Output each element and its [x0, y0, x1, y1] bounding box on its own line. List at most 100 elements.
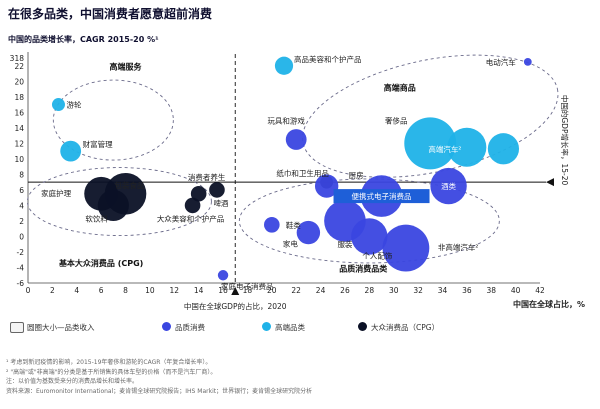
x-tick-label: 24	[316, 286, 326, 295]
page-title: 在很多品类，中国消费者愿意超前消费	[8, 7, 213, 21]
bubble-label: 纸巾和卫生用品	[276, 168, 329, 178]
x-tick-label: 38	[486, 286, 496, 295]
bubble	[523, 57, 532, 66]
x-tick-label: 4	[74, 286, 79, 295]
y-tick-label: -6	[17, 279, 25, 288]
y-axis-title: 中国的品类增长率，CAGR 2015-20 %¹	[8, 35, 159, 44]
bubble-label: 鞋类	[286, 220, 301, 230]
bubble-label: 电动汽车	[486, 57, 516, 67]
x-tick-label: 34	[438, 286, 448, 295]
bubble	[97, 189, 129, 222]
bubble	[430, 167, 467, 205]
gdp-growth-marker	[546, 178, 554, 187]
bubble-label: 玩具和游戏	[267, 115, 305, 125]
bubble-label: 家庭电子消费品	[221, 281, 273, 291]
y-tick-label: 6	[19, 186, 24, 195]
y-tick-label: 16	[14, 108, 24, 117]
bubble-label: 软饮料	[85, 213, 108, 223]
legend-label-premium: 高端品类	[275, 323, 305, 332]
group-label: 品质消费品类	[339, 263, 387, 273]
bubble-label: 酒类	[441, 181, 456, 191]
bubble	[296, 220, 321, 245]
bubble	[209, 182, 225, 198]
x-tick-label: 28	[365, 286, 375, 295]
bubble	[184, 197, 201, 214]
footnote-2: ² "高端"或"非高端"的分类是基于所销售的具体车型的价格（而不是汽车厂商）。	[6, 368, 217, 376]
x-tick-label: 42	[535, 286, 545, 295]
bubble	[404, 117, 457, 170]
legend-swatch-premium	[262, 322, 271, 331]
legend-size-label: 圆圈大小—品类收入	[27, 323, 95, 332]
x-tick-label: 10	[145, 286, 155, 295]
x-tick-label: 0	[26, 286, 31, 295]
x-tick-label: 16	[218, 286, 228, 295]
bubble-label: 消费者养生	[188, 172, 226, 182]
bubble-label: 啤酒	[213, 198, 228, 208]
footnote-3: 注：以价值为基数受来分的消费品增长和增长率。	[6, 378, 139, 385]
gdp-share-reference-label: 中国在全球GDP的占比，2020	[184, 301, 287, 311]
x-tick-label: 32	[413, 286, 423, 295]
bubble	[217, 270, 229, 281]
bubble	[487, 133, 520, 165]
bubble-label: 高品美容和个护产品	[294, 54, 362, 64]
group-label: 高端服务	[110, 62, 143, 72]
y-tick-label: 0	[19, 232, 24, 241]
y-tick-label: 22	[14, 62, 24, 71]
group-label: 高端商品	[384, 83, 416, 93]
gdp-share-marker	[231, 287, 240, 295]
y-tick-label: 18	[14, 93, 24, 102]
bubble	[382, 224, 430, 272]
y-tick-label: 14	[14, 124, 24, 133]
bubble-label: 厨房	[349, 170, 364, 180]
y-axis-title-right: 中国的GDP增长率，15-20	[560, 95, 570, 186]
legend-label-mass: 大众消费品（CPG）	[371, 323, 440, 332]
legend-swatch-mass	[358, 322, 367, 331]
bubble-label: 便携式电子消费品	[352, 191, 412, 201]
x-tick-label: 30	[389, 286, 399, 295]
x-axis-title: 中国在全球占比，%	[513, 299, 585, 309]
group-outline-premium-services	[52, 79, 174, 161]
bubble-label: 家庭护理	[41, 188, 71, 198]
x-tick-label: 22	[291, 286, 301, 295]
y-tick-label: 10	[14, 155, 24, 164]
group-outline-quality	[238, 178, 500, 264]
bubble-label: 财富管理	[83, 139, 113, 149]
bubble-label: 个人配饰	[362, 250, 392, 260]
x-tick-label: 8	[123, 286, 128, 295]
bubble	[351, 218, 388, 255]
bubble	[51, 98, 65, 112]
footnote-1: ¹ 考虑到新冠疫情的影响，2015-19年奢侈和游轮的CAGR（年复合增长率）。	[6, 359, 212, 366]
y-tick-label: 12	[14, 139, 24, 148]
x-tick-label: 36	[462, 286, 472, 295]
x-tick-label: 14	[194, 286, 204, 295]
bubble	[274, 56, 294, 75]
bubble-label: 游轮	[66, 100, 81, 110]
bubble-label: 大众美容和个护产品	[157, 213, 225, 223]
y-tick-label: 318	[10, 54, 25, 63]
bubble	[264, 217, 280, 233]
label-highlight-box	[333, 189, 430, 204]
legend-size-swatch	[10, 322, 24, 333]
bubble-label: 奢侈品	[385, 115, 408, 125]
bubble	[285, 129, 307, 150]
y-tick-label: 20	[14, 77, 24, 86]
x-tick-label: 2	[50, 286, 55, 295]
x-tick-label: 12	[170, 286, 180, 295]
bubble-label: 家电	[283, 239, 298, 249]
bubble-label: 高端汽车²	[428, 144, 461, 154]
bubble-label: 服装	[337, 239, 352, 249]
x-tick-label: 6	[99, 286, 104, 295]
x-tick-label: 40	[511, 286, 521, 295]
y-tick-label: 4	[19, 201, 24, 210]
group-label: 基本大众消费品 (CPG)	[58, 258, 143, 268]
y-tick-label: 2	[19, 217, 24, 226]
y-tick-label: -2	[17, 248, 25, 257]
y-tick-label: -4	[17, 263, 25, 272]
bubble	[60, 140, 82, 162]
x-tick-label: 20	[267, 286, 277, 295]
bubble	[447, 127, 487, 167]
x-tick-label: 18	[243, 286, 253, 295]
y-tick-label: 8	[19, 170, 24, 179]
legend-swatch-quality	[162, 322, 171, 331]
